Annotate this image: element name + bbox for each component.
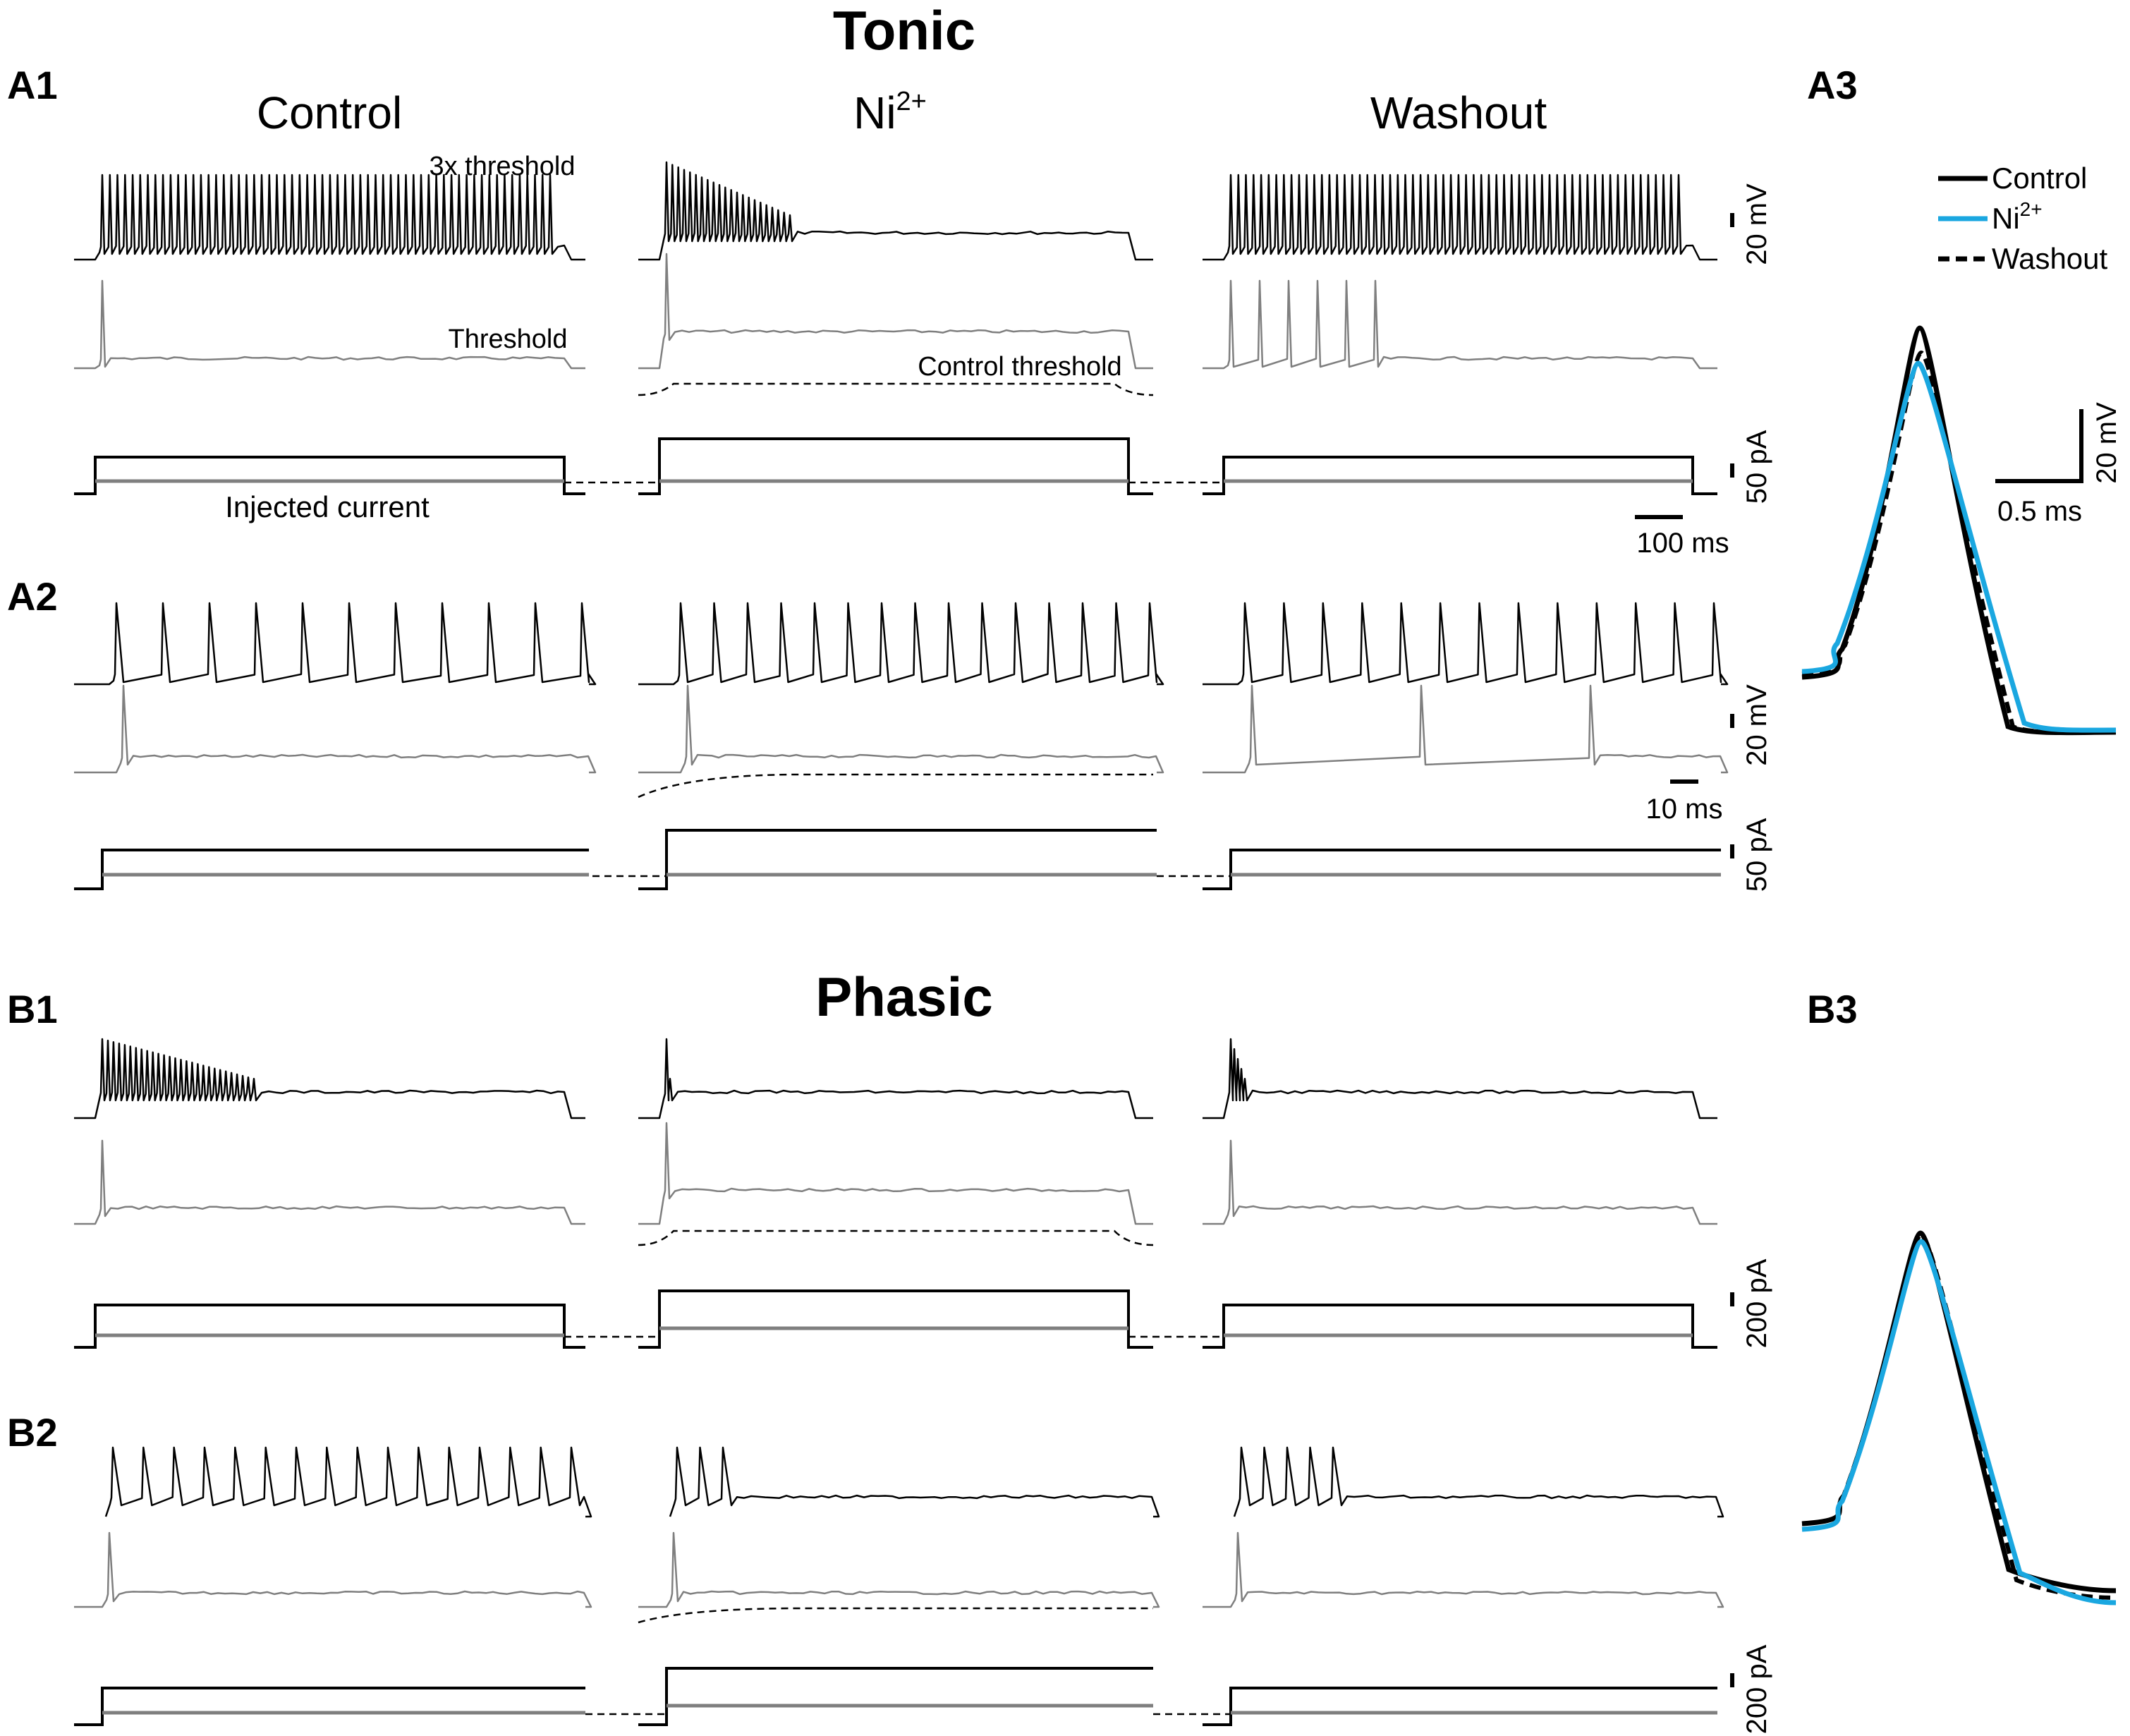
legend-label-control: Control <box>1992 162 2087 195</box>
legend-label-washout: Washout <box>1992 242 2108 275</box>
title-phasic: Phasic <box>815 966 992 1028</box>
a1-washout-current-step <box>1203 456 1717 495</box>
a1-control-suprathreshold-trace <box>74 174 585 261</box>
b3-ni-ap <box>1801 1239 2117 1606</box>
b1-ni-suprathreshold-trace <box>638 1038 1153 1119</box>
a2-washout-current-step <box>1203 849 1721 890</box>
a1-washout-suprathreshold-trace <box>1203 174 1717 261</box>
panel-b1-traces <box>74 1038 1717 1349</box>
a3-ni-ap <box>1801 360 2117 733</box>
a1-control-current-step <box>74 456 585 495</box>
b2-ni-current-step <box>638 1667 1153 1726</box>
a1-ni-suprathreshold-trace <box>638 161 1153 261</box>
b1-control-threshold-trace <box>74 1139 585 1225</box>
b1-washout-threshold-trace <box>1203 1139 1717 1225</box>
a2-ni-threshold-trace <box>638 684 1164 774</box>
scalebar-a2-voltage-label: 20 mV <box>1741 684 1772 766</box>
b3-control-ap <box>1801 1230 2117 1594</box>
scalebar-a1-current-label: 50 pA <box>1741 430 1772 504</box>
b1-ni-current-step <box>638 1289 1153 1349</box>
legend-a3: Control Ni2+ Washout <box>1938 162 2108 275</box>
panel-label-b1: B1 <box>7 987 58 1031</box>
panel-b2-traces <box>74 1446 1724 1726</box>
panel-label-a2: A2 <box>7 574 58 619</box>
panel-a1-traces <box>74 161 1717 495</box>
b1-control-suprathreshold-trace <box>74 1038 585 1119</box>
a1-ni-threshold-trace <box>638 253 1153 370</box>
a1-control-threshold-trace <box>74 279 585 370</box>
b2-ni-control-threshold-dashed <box>638 1607 1153 1624</box>
b1-washout-suprathreshold-trace <box>1203 1038 1717 1119</box>
ap-overlay-a3 <box>1801 325 2117 736</box>
scalebar-a3-time-label: 0.5 ms <box>1997 496 2082 527</box>
a1-ni-control-threshold-dashed <box>638 382 1154 396</box>
a3-washout-ap <box>1801 350 2117 734</box>
annotation-3x-threshold: 3x threshold <box>429 152 575 181</box>
ni-label: Ni <box>853 87 896 138</box>
b2-control-suprathreshold-trace <box>104 1446 592 1518</box>
scalebar-a2-time-label: 10 ms <box>1646 794 1723 825</box>
a2-control-suprathreshold-trace <box>74 602 597 686</box>
a2-washout-suprathreshold-trace <box>1203 602 1729 686</box>
annotation-injected-current: Injected current <box>225 490 430 523</box>
a2-washout-threshold-trace <box>1203 684 1729 774</box>
column-header-ni: Ni2+ <box>853 87 927 138</box>
b1-washout-current-step <box>1203 1304 1717 1349</box>
b2-control-current-step <box>74 1687 585 1726</box>
scalebar-b1-current-label: 200 pA <box>1741 1258 1772 1348</box>
panel-label-b3: B3 <box>1807 987 1858 1031</box>
column-header-washout: Washout <box>1370 87 1547 138</box>
a2-control-threshold-trace <box>74 684 597 774</box>
b2-washout-current-step <box>1203 1687 1717 1726</box>
a2-ni-current-step <box>638 829 1157 890</box>
panel-label-a1: A1 <box>7 63 58 107</box>
b2-control-threshold-trace <box>74 1531 592 1608</box>
scalebar-a1-time-label: 100 ms <box>1636 528 1729 559</box>
annotation-threshold: Threshold <box>449 324 568 354</box>
legend-label-ni: Ni2+ <box>1992 198 2043 235</box>
scalebar-a2-current-label: 50 pA <box>1741 818 1772 892</box>
panel-label-a3: A3 <box>1807 63 1858 107</box>
a2-ni-suprathreshold-trace <box>638 602 1164 686</box>
a1-washout-threshold-trace <box>1203 279 1717 370</box>
scalebar-a1-voltage-label: 20 mV <box>1741 183 1772 265</box>
a2-ni-control-threshold-dashed <box>638 773 1153 799</box>
b2-ni-suprathreshold-trace <box>669 1446 1160 1518</box>
b3-washout-ap <box>1801 1232 2117 1600</box>
b2-washout-threshold-trace <box>1203 1531 1724 1608</box>
b2-ni-threshold-trace <box>638 1531 1160 1608</box>
scalebar-a3-voltage-label: 20 mV <box>2091 402 2122 484</box>
b1-ni-threshold-trace <box>638 1122 1153 1225</box>
ni-superscript: 2+ <box>896 87 927 116</box>
column-header-control: Control <box>257 87 402 138</box>
b1-control-current-step <box>74 1304 585 1349</box>
annotation-control-threshold: Control threshold <box>918 352 1121 382</box>
scalebar-b2-current-label: 200 pA <box>1741 1644 1772 1734</box>
panel-label-b2: B2 <box>7 1410 58 1455</box>
b2-washout-suprathreshold-trace <box>1233 1446 1724 1518</box>
ap-overlay-b3 <box>1801 1230 2117 1606</box>
panel-a2-traces <box>74 602 1729 890</box>
a1-ni-current-step <box>638 437 1153 495</box>
a3-control-ap <box>1801 325 2117 736</box>
title-tonic: Tonic <box>833 0 975 61</box>
a2-control-current-step <box>74 849 589 890</box>
b1-ni-control-threshold-dashed <box>638 1230 1154 1246</box>
